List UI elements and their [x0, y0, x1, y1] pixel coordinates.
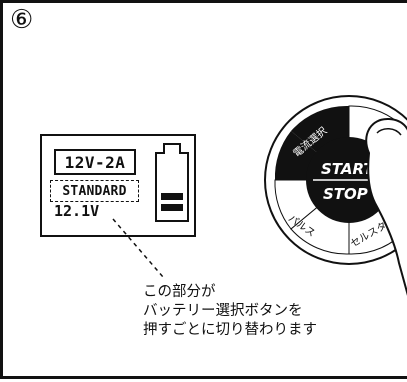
- voltage-readout: 12.1V: [54, 202, 100, 220]
- caption-line-1: この部分が: [143, 284, 216, 300]
- charger-display: 12V-2A STANDARD 12.1V: [40, 134, 196, 237]
- step-number: ⑥: [10, 5, 34, 35]
- battery-level-icon: [155, 143, 189, 222]
- pressing-finger-icon: [365, 117, 407, 296]
- stop-label: STOP: [323, 185, 368, 203]
- start-label: START: [321, 160, 375, 178]
- battery-type-label: STANDARD: [50, 180, 139, 202]
- caption-line-3: 押すごとに切り替わります: [143, 322, 317, 338]
- charge-mode-label: 12V-2A: [54, 149, 136, 175]
- caption-line-2: バッテリー選択ボタンを: [143, 303, 303, 319]
- callout-caption: この部分が バッテリー選択ボタンを 押すごとに切り替わります: [143, 283, 317, 340]
